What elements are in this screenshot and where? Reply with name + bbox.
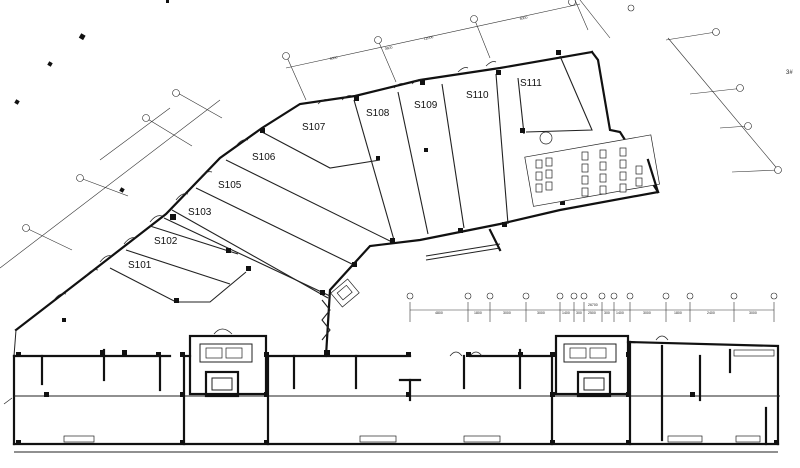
bottom-dim-12: 2400 [707, 311, 715, 315]
corridor-shaft [321, 278, 360, 341]
bottom-dim-5: 1400 [562, 311, 570, 315]
bottom-dim-3: 3000 [503, 311, 511, 315]
bottom-dimension-line: 4800 1800 3000 3000 1400 300 2500 300 14… [406, 292, 778, 322]
lower-columns [16, 350, 779, 445]
bottom-dim-2: 1800 [474, 311, 482, 315]
bottom-dim-10: 3000 [643, 311, 651, 315]
bottom-dim-7: 2500 [588, 311, 596, 315]
room-label-s103: S103 [188, 207, 212, 218]
top-dimension-lines: 6000 3600 12000 6000 [282, 0, 635, 101]
room-label-s109: S109 [414, 100, 438, 111]
room-label-s106: S106 [252, 152, 276, 163]
shop-partitions [109, 55, 593, 303]
top-dim-3: 12000 [423, 35, 433, 41]
room-labels: S101 S102 S103 S105 S106 S107 S108 S109 … [128, 78, 542, 271]
room-label-s107: S107 [302, 122, 326, 133]
top-dim-1: 6000 [329, 55, 337, 61]
room-label-s108: S108 [366, 108, 390, 119]
bottom-dim-9: 1400 [616, 311, 624, 315]
top-dim-4: 6000 [519, 15, 527, 21]
room-label-s111: S111 [520, 78, 542, 89]
top-dim-2: 3600 [384, 45, 392, 51]
bottom-dim-1: 4800 [435, 311, 443, 315]
bottom-dim-13: 3000 [749, 311, 757, 315]
room-label-s110: S110 [466, 90, 489, 101]
bottom-dim-6: 300 [576, 311, 582, 315]
wing-columns [62, 50, 565, 356]
scattered-markers [14, 0, 169, 193]
wing-doors [53, 61, 497, 301]
toilet-stalls [535, 147, 643, 197]
left-dimension-lines [0, 89, 223, 269]
room-label-s101: S101 [128, 260, 152, 271]
washroom-block [524, 131, 660, 207]
right-mark: 3# [786, 70, 793, 76]
room-label-s102: S102 [154, 236, 178, 247]
right-dimension-lines: 3# [665, 28, 793, 174]
bottom-dim-4: 3000 [537, 311, 545, 315]
lower-building-walls [3, 328, 780, 453]
bottom-dim-total: 26700 [588, 303, 598, 307]
bottom-dim-11: 1800 [674, 311, 682, 315]
bottom-dim-8: 300 [604, 311, 610, 315]
room-label-s105: S105 [218, 180, 242, 191]
